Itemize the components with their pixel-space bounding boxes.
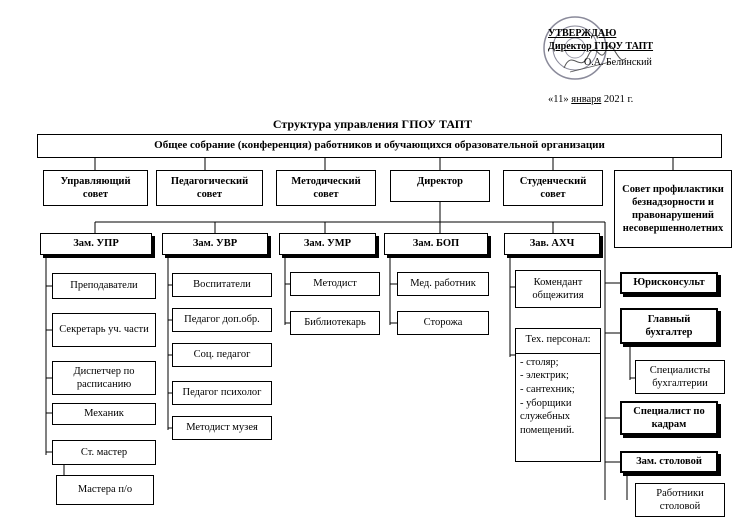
uvr-staff-museum: Методист музея (172, 416, 272, 440)
uvr-staff-additional-ed: Педагог доп.обр. (172, 308, 272, 332)
signature-icon (563, 45, 627, 73)
uvr-staff-educators: Воспитатели (172, 273, 272, 297)
chief-accountant-box: Главный бухгалтер (620, 308, 718, 344)
tech-staff-header: Тех. персонал: (516, 329, 600, 354)
umr-staff-methodist: Методист (290, 272, 380, 296)
approval-date: «11» января 2021 г. (548, 94, 633, 105)
methodical-council: Методический совет (276, 170, 376, 206)
general-assembly: Общее собрание (конференция) работников … (37, 134, 722, 158)
bop-staff-medic: Мед. работник (397, 272, 489, 296)
deputy-upr: Зам. УПР (40, 233, 152, 255)
canteen-head-box: Зам. столовой (620, 451, 718, 473)
deputy-umr: Зам. УМР (279, 233, 376, 255)
hr-specialist-box: Специалист по кадрам (620, 401, 718, 435)
lawyer-box: Юрисконсульт (620, 272, 718, 294)
head-ahch: Зав. АХЧ (504, 233, 600, 255)
upr-staff-senior-master: Ст. мастер (52, 440, 156, 465)
director-box: Директор (390, 170, 490, 202)
upr-staff-teachers: Преподаватели (52, 273, 156, 299)
canteen-staff-box: Работники столовой (635, 483, 725, 517)
prevention-council: Совет профилактики безнадзорности и прав… (614, 170, 732, 248)
approval-block: УТВЕРЖДАЮ Директор ГПОУ ТАПТ О.А. Белинс… (548, 28, 653, 70)
date-month: января (571, 94, 602, 105)
uvr-staff-social: Соц. педагог (172, 343, 272, 367)
bop-staff-guards: Сторожа (397, 311, 489, 335)
pedagogical-council: Педагогический совет (156, 170, 263, 206)
page-title: Структура управления ГПОУ ТАПТ (272, 117, 473, 131)
approval-position: Директор ГПОУ ТАПТ (548, 40, 654, 52)
approval-title: УТВЕРЖДАЮ (548, 28, 617, 39)
tech-staff-item: - сантехник; (520, 383, 575, 395)
date-year: 2021 г. (603, 94, 634, 105)
deputy-uvr: Зам. УВР (162, 233, 268, 255)
ahch-tech-staff-list: Тех. персонал: - столяр; - электрик; - с… (515, 328, 601, 462)
upr-sub-masters: Мастера п/о (56, 475, 154, 505)
upr-staff-mechanic: Механик (52, 403, 156, 425)
tech-staff-item: - электрик; (520, 370, 569, 382)
approval-signer: О.А. Белинский (584, 57, 652, 68)
deputy-bop: Зам. БОП (384, 233, 488, 255)
governing-council: Управляющий совет (43, 170, 148, 206)
upr-staff-secretary: Секретарь уч. части (52, 313, 156, 347)
uvr-staff-psychologist: Педагог психолог (172, 381, 272, 405)
student-council: Студенческий совет (503, 170, 603, 206)
ahch-staff-commandant: Комендант общежития (515, 270, 601, 308)
upr-staff-dispatcher: Диспетчер по расписанию (52, 361, 156, 395)
date-day: «11» (548, 94, 569, 105)
tech-staff-item: - уборщики служебных помещений. (520, 397, 575, 436)
accounting-specialists-box: Специалисты бухгалтерии (635, 360, 725, 394)
seal-stamp-icon (543, 16, 607, 80)
tech-staff-item: - столяр; (520, 356, 559, 368)
umr-staff-librarian: Библиотекарь (290, 311, 380, 335)
